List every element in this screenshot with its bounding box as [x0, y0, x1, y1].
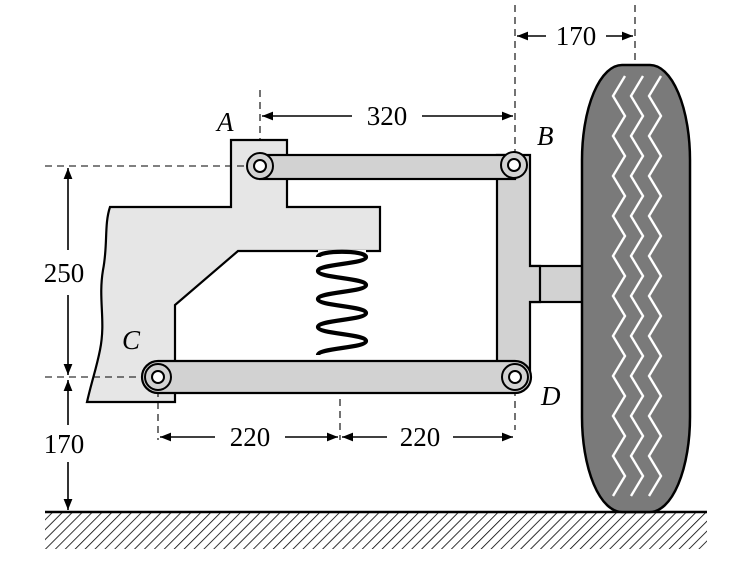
- dimension-arrows: [63, 31, 633, 510]
- label-point-c: C: [122, 325, 141, 355]
- pin-a: [246, 152, 274, 180]
- dim-spring-to-d: 220: [400, 422, 441, 452]
- tire-tread: [611, 75, 663, 497]
- dim-wheel-offset: 170: [556, 21, 597, 51]
- label-point-d: D: [540, 381, 561, 411]
- chassis-body: [85, 138, 382, 404]
- spring: [315, 249, 369, 358]
- dim-ground-height: 170: [44, 429, 85, 459]
- link-cd: [140, 359, 533, 395]
- link-ab: [258, 153, 517, 181]
- dim-c-to-spring: 220: [230, 422, 271, 452]
- dim-ab-span: 320: [367, 101, 408, 131]
- dim-vertical-gap: 250: [44, 258, 85, 288]
- pin-b: [500, 151, 528, 179]
- label-point-a: A: [215, 107, 234, 137]
- pin-d: [501, 363, 529, 391]
- wheel: [518, 63, 692, 514]
- ground-hatch: [45, 512, 707, 549]
- pin-c: [144, 363, 172, 391]
- label-point-b: B: [537, 121, 554, 151]
- upright: [495, 153, 542, 375]
- ground: [45, 510, 707, 549]
